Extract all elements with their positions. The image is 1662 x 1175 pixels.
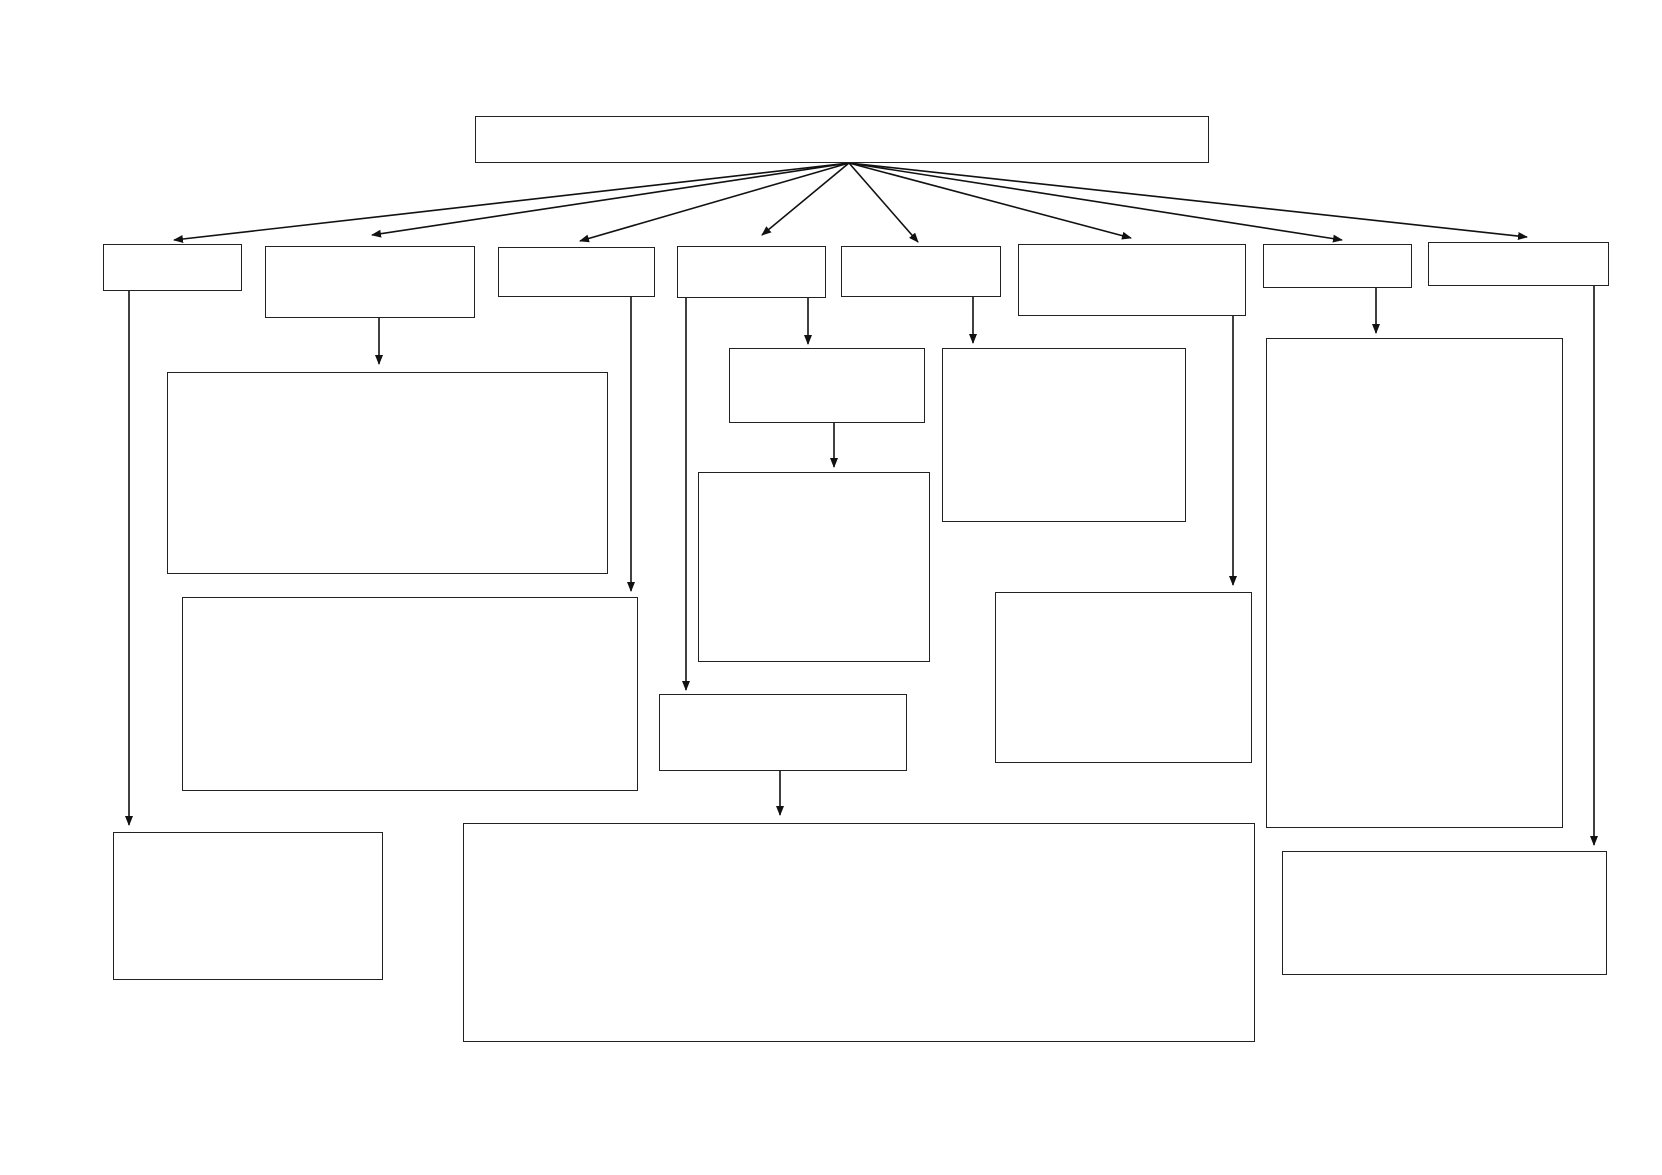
edge-root-to-c1 (173, 162, 850, 243)
child-node-7 (1263, 244, 1412, 288)
edge-root-to-c5 (848, 162, 919, 243)
detail-node-3a (182, 597, 638, 791)
child-node-6 (1018, 244, 1246, 316)
child-node-3 (498, 247, 655, 297)
edge-root-to-c2 (371, 162, 850, 238)
detail-node-1a (113, 832, 383, 980)
detail-node-4a (729, 348, 925, 423)
edge-root-to-c8 (848, 162, 1528, 240)
child-node-1 (103, 244, 242, 291)
bottom-summary-node (463, 823, 1255, 1042)
child-node-2 (265, 246, 475, 318)
detail-node-8a (1282, 851, 1607, 975)
edge-root-to-c3 (579, 162, 850, 243)
detail-node-7a (1266, 338, 1563, 828)
detail-node-4b (698, 472, 930, 662)
detail-node-6a (995, 592, 1252, 763)
detail-node-2a (167, 372, 608, 574)
child-node-5 (841, 246, 1001, 297)
detail-node-4c (659, 694, 907, 771)
child-node-8 (1428, 242, 1609, 286)
edge-root-to-c7 (848, 162, 1343, 243)
child-node-4 (677, 246, 826, 298)
edge-root-to-c4 (761, 162, 850, 236)
edge-root-to-c6 (848, 162, 1132, 240)
root-node (475, 116, 1209, 163)
detail-node-5a (942, 348, 1186, 522)
